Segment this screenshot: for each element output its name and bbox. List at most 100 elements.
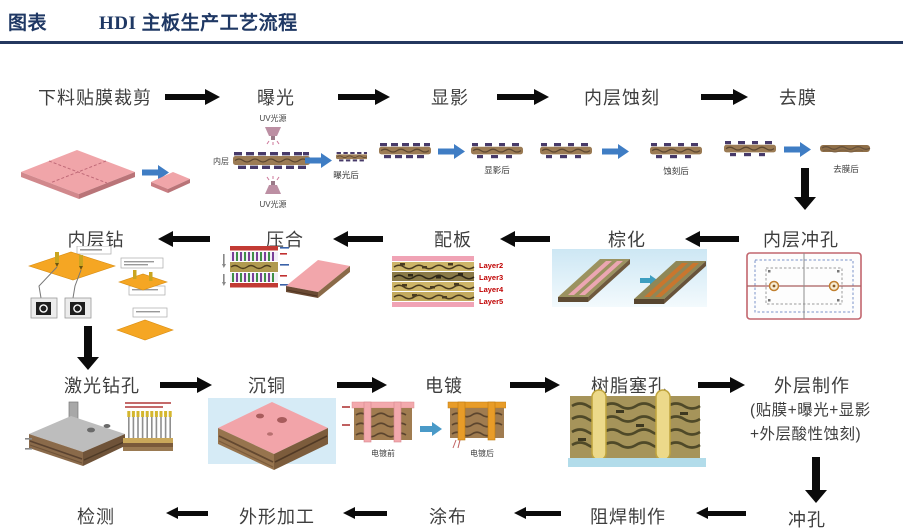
arrow-head bbox=[500, 231, 515, 247]
after-develop-label: 显影后 bbox=[484, 165, 510, 175]
step-exposure: 曝光 bbox=[257, 88, 295, 108]
flow-arrow bbox=[500, 231, 550, 247]
inner-layer-label: 内层 bbox=[213, 156, 229, 166]
step-pressing: 压合 bbox=[266, 230, 304, 250]
step-resin-plugging: 树脂塞孔 bbox=[591, 376, 667, 396]
flow-arrow bbox=[160, 377, 212, 393]
step-inner-drilling: 内层钻 bbox=[67, 230, 125, 250]
layer2-label: Layer2 bbox=[479, 261, 503, 270]
flow-arrow bbox=[497, 89, 549, 105]
flow-arrow bbox=[165, 89, 220, 105]
illustration-resin-plugging bbox=[568, 389, 706, 467]
arrow-shaft bbox=[338, 94, 377, 100]
illustration-exposure: UV光源 内层 UV光源 曝光后 bbox=[213, 113, 367, 209]
flow-arrow bbox=[701, 89, 748, 105]
arrow-head bbox=[333, 231, 348, 247]
step-film-stripping: 去膜 bbox=[779, 88, 817, 108]
arrow-shaft bbox=[510, 382, 547, 388]
flow-arrow bbox=[514, 507, 561, 520]
step-inner-etching: 内层蚀刻 bbox=[584, 88, 660, 108]
illustration-laser-drilling bbox=[25, 401, 173, 466]
step-coating: 涂布 bbox=[429, 507, 467, 527]
arrow-head bbox=[514, 507, 526, 519]
arrow-shaft bbox=[513, 236, 550, 242]
arrow-head bbox=[545, 377, 560, 393]
arrow-shaft bbox=[525, 511, 561, 516]
illustration-blank-cut bbox=[21, 150, 190, 199]
step-browning: 棕化 bbox=[608, 230, 646, 250]
flow-arrow bbox=[698, 377, 745, 393]
step-inspection: 检测 bbox=[77, 507, 115, 527]
arrow-head bbox=[197, 377, 212, 393]
step-electroplating: 电镀 bbox=[425, 376, 463, 396]
illustration-electroplating: 电镀前 电镀后 bbox=[342, 401, 506, 458]
step-copper-deposition: 沉铜 bbox=[248, 376, 286, 396]
flow-arrow-down bbox=[794, 168, 816, 210]
after-plating-label: 电镀后 bbox=[470, 448, 494, 458]
after-exposure-label: 曝光后 bbox=[333, 170, 359, 180]
step-punching: 冲孔 bbox=[788, 510, 826, 530]
step-blank-cut: 下料贴膜裁剪 bbox=[38, 88, 152, 108]
arrow-shaft bbox=[497, 94, 536, 100]
outer-layer-process-note: (贴膜+曝光+显影+外层酸性蚀刻) bbox=[750, 402, 871, 443]
arrow-shaft bbox=[701, 94, 735, 100]
step-outer-layer-fabrication: 外层制作 bbox=[774, 376, 850, 396]
arrow-head bbox=[158, 231, 173, 247]
illustration-inner-punching bbox=[746, 252, 862, 320]
figure-label: 图表 bbox=[8, 13, 48, 34]
illustration-developing: 显影后 bbox=[378, 142, 524, 175]
flow-arrow-down bbox=[805, 457, 827, 503]
before-plating-label: 电镀前 bbox=[371, 448, 395, 458]
arrow-head bbox=[696, 507, 708, 519]
arrow-head bbox=[730, 377, 745, 393]
illustration-browning bbox=[552, 249, 707, 307]
arrow-head bbox=[733, 89, 748, 105]
flow-arrow bbox=[685, 231, 739, 247]
arrow-shaft bbox=[84, 326, 92, 359]
arrow-shaft bbox=[707, 511, 746, 516]
arrow-shaft bbox=[177, 511, 208, 516]
illustration-pressing bbox=[222, 246, 350, 298]
arrow-shaft bbox=[165, 94, 207, 100]
illustration-copper-deposition bbox=[208, 398, 336, 470]
arrow-head bbox=[805, 490, 827, 503]
layer3-label: Layer3 bbox=[479, 273, 503, 282]
arrow-shaft bbox=[801, 168, 809, 199]
illustration-inner-drilling bbox=[28, 246, 174, 341]
flow-arrow bbox=[696, 507, 746, 520]
uv-source-bottom-label: UV光源 bbox=[259, 199, 286, 209]
arrow-shaft bbox=[171, 236, 210, 242]
layer5-label: Layer5 bbox=[479, 297, 503, 306]
illustration-inner-etching: 蚀刻后 bbox=[539, 142, 703, 176]
step-solder-mask: 阻焊制作 bbox=[590, 507, 666, 527]
flow-arrow bbox=[338, 89, 390, 105]
step-profile-machining: 外形加工 bbox=[239, 507, 315, 527]
step-board-assembly: 配板 bbox=[434, 230, 472, 250]
flow-arrow bbox=[333, 231, 383, 247]
flow-arrow bbox=[343, 507, 387, 520]
arrow-head bbox=[372, 377, 387, 393]
after-etch-label: 蚀刻后 bbox=[663, 166, 689, 176]
illustration-film-stripping: 去膜后 bbox=[723, 140, 871, 174]
uv-source-top-label: UV光源 bbox=[259, 113, 286, 123]
arrow-head bbox=[794, 197, 816, 210]
flow-arrow bbox=[337, 377, 387, 393]
flow-arrow-down bbox=[77, 326, 99, 370]
arrow-head bbox=[685, 231, 700, 247]
figure-title: HDI 主板生产工艺流程 bbox=[99, 13, 298, 34]
illustration-board-assembly: Layer2 Layer3 Layer4 Layer5 bbox=[392, 256, 504, 307]
flow-arrow bbox=[166, 507, 208, 520]
title-underline bbox=[0, 41, 903, 44]
arrow-shaft bbox=[698, 236, 739, 242]
arrow-head bbox=[534, 89, 549, 105]
arrow-shaft bbox=[698, 382, 732, 388]
arrow-head bbox=[166, 507, 178, 519]
layer4-label: Layer4 bbox=[479, 285, 504, 294]
step-inner-punching: 内层冲孔 bbox=[763, 230, 839, 250]
arrow-head bbox=[375, 89, 390, 105]
arrow-shaft bbox=[812, 457, 820, 492]
after-strip-label: 去膜后 bbox=[833, 164, 859, 174]
step-laser-drilling: 激光钻孔 bbox=[64, 376, 140, 396]
arrow-shaft bbox=[346, 236, 383, 242]
